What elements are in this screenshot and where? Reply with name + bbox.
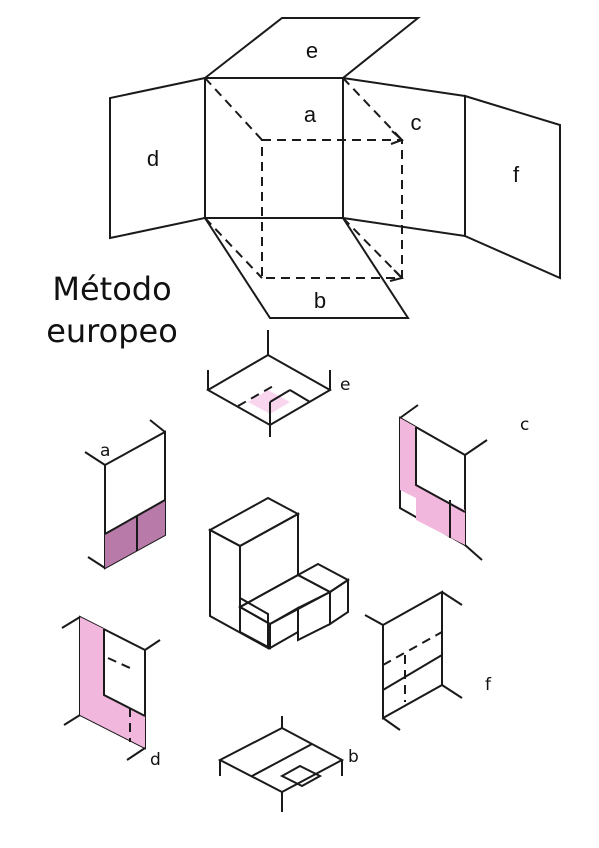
view-f-tick-bl [382,717,401,731]
view-f-face [382,590,443,720]
hidden-edge-bl [204,217,263,279]
view-e: e [205,330,350,437]
view-label-b: b [348,747,359,767]
view-label-f: f [485,675,492,695]
label-f: f [513,162,520,187]
view-a-lower [105,500,165,568]
obj-step-front [297,590,331,642]
arrow-head-b [389,269,404,282]
view-d: d [61,615,161,770]
plane-a [204,77,344,219]
obj-tall-right [239,512,299,609]
plane-f [464,94,561,280]
view-label-c: c [520,415,529,435]
view-a-line-1 [104,499,166,535]
label-c: c [411,110,422,135]
view-a-tick-tl [84,451,106,466]
view-f-hidden-1 [382,631,443,666]
view-c-inner [415,427,466,513]
unfolded-box: e a c d f b [109,17,561,319]
plane-b [203,217,410,319]
view-d-shade [80,617,145,748]
label-e: e [306,38,318,63]
label-a: a [304,102,317,127]
view-e-line-1 [269,389,291,403]
view-b: b [217,716,359,812]
view-b-line-1 [251,743,313,777]
view-f: f [364,590,492,731]
plane-d [109,76,206,240]
view-c: c [399,404,529,561]
hidden-back-square [261,139,403,279]
view-c-base [416,485,465,545]
title-line-1: Método [52,270,171,308]
view-b-notch [279,764,323,788]
view-c-tick-tr [464,439,488,456]
label-b: b [314,288,326,313]
view-f-line-1 [382,654,443,691]
view-c-tick-br [464,544,483,561]
view-d-tick-tr [144,639,161,651]
view-f-tick-tl [364,614,384,626]
title-line-2: europeo [46,312,178,350]
view-a-tick-tr [149,419,166,433]
obj-step-right [329,578,349,626]
hidden-edge-br [342,217,403,279]
view-a: a [84,419,166,570]
view-d-hidden-2 [107,657,131,669]
view-c-tick-tl [399,404,419,419]
view-e-line-3 [289,389,311,403]
isometric-object [207,496,350,650]
view-d-inner [103,629,146,717]
view-a-tick-bl [87,556,106,569]
arrow-head-c [390,130,404,145]
plane-c [342,76,466,238]
obj-base-right [269,606,299,650]
view-d-tick-tl [61,616,81,629]
view-c-strip [400,418,416,498]
obj-step-top [295,562,350,594]
view-f-tick-tr [441,591,463,606]
label-d: d [147,146,159,171]
view-f-tick-br [441,684,463,699]
view-label-d: d [150,750,161,770]
view-label-a: a [100,441,110,461]
view-d-tick-bl [63,714,81,726]
view-d-tick-br [126,747,146,761]
view-e-hidden-1 [237,384,276,407]
view-label-e: e [340,375,350,395]
hidden-edge-tl [204,77,263,141]
